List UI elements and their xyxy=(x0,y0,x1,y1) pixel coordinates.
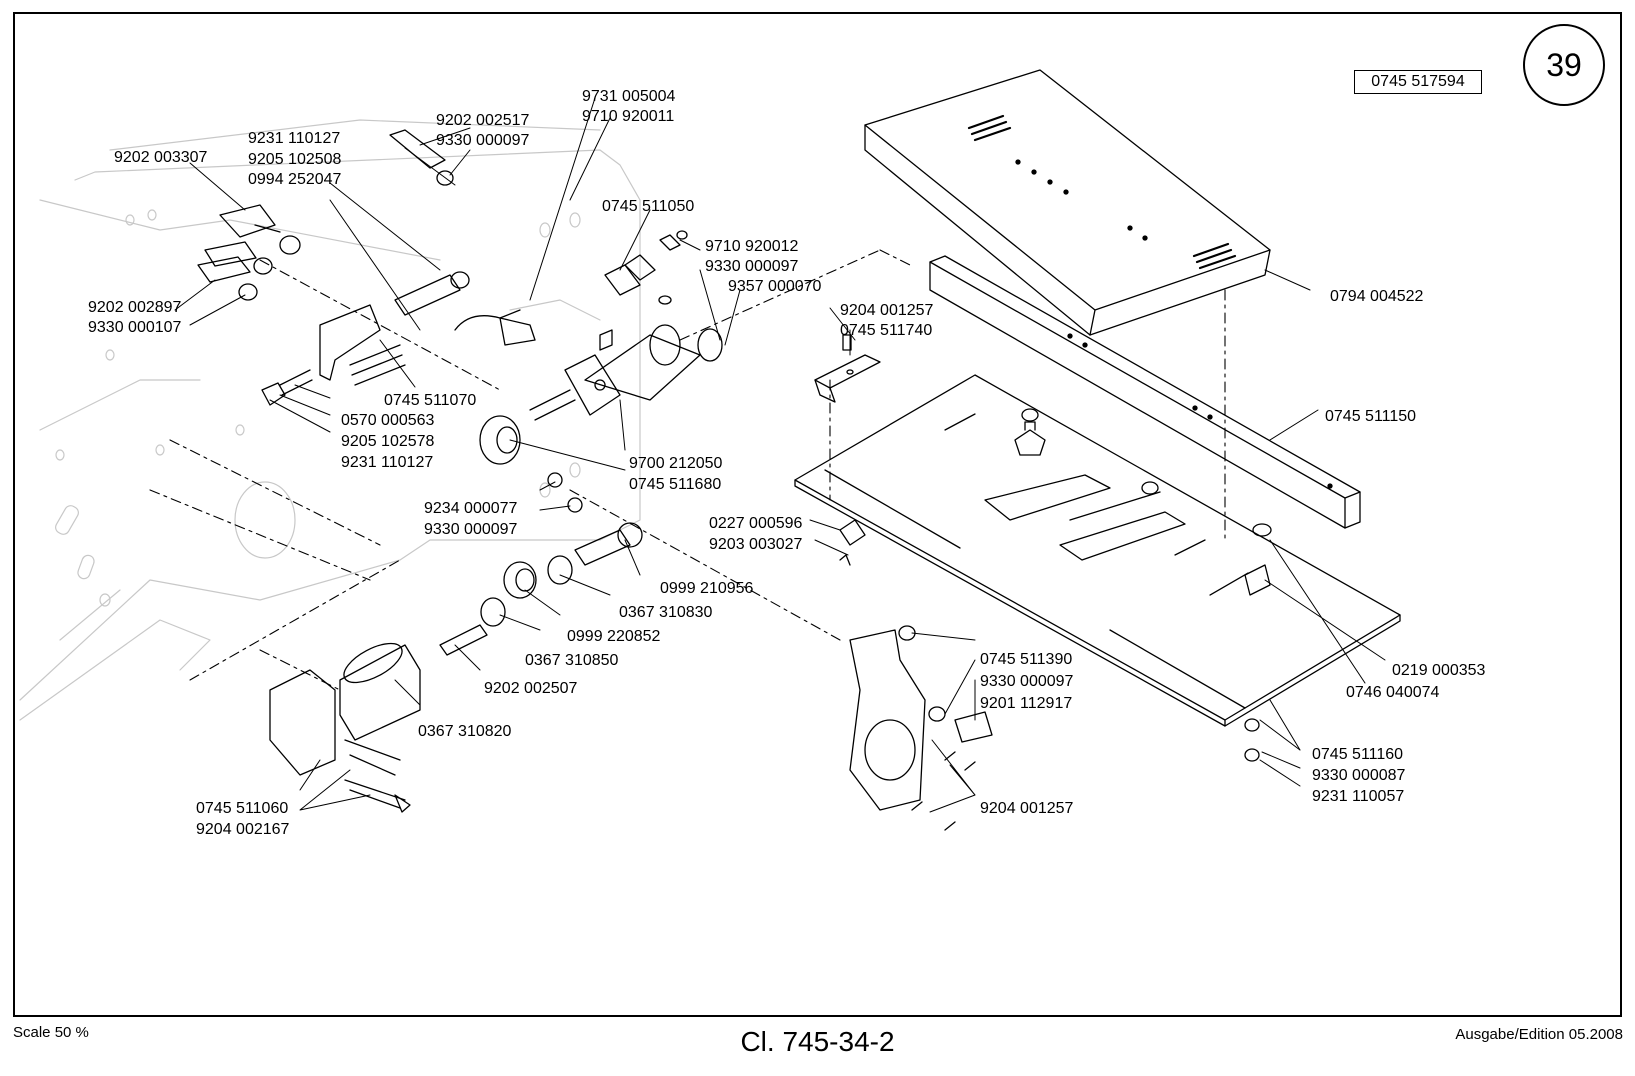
part-label: 9710 920011 xyxy=(582,108,675,125)
part-label: 9202 002517 xyxy=(436,112,530,129)
part-label: 9231 110057 xyxy=(1312,788,1405,805)
part-label: 0745 511060 xyxy=(196,800,289,817)
edition-note: Ausgabe/Edition 05.2008 xyxy=(1455,1026,1623,1043)
part-label: 9204 002167 xyxy=(196,821,290,838)
page-title: Cl. 745-34-2 xyxy=(740,1026,895,1057)
part-label: 0219 000353 xyxy=(1392,662,1486,679)
reference-number-box: 0745 517594 xyxy=(1354,70,1482,94)
long-bar xyxy=(929,255,1361,529)
lower-hardware xyxy=(269,472,643,813)
part-label: 9202 003307 xyxy=(114,149,208,166)
leader-lines xyxy=(174,97,1386,813)
page-number-circle: 39 xyxy=(1523,24,1605,106)
part-label: 9231 110127 xyxy=(341,454,434,471)
part-label: 0999 210956 xyxy=(660,580,754,597)
part-label: 0745 511390 xyxy=(980,651,1073,668)
part-label: 9234 000077 xyxy=(424,500,518,517)
part-label: 0367 310850 xyxy=(525,652,619,669)
part-label: 0994 252047 xyxy=(248,171,342,188)
part-label: 9731 005004 xyxy=(582,88,676,105)
base-plate xyxy=(794,374,1401,727)
drawing-frame xyxy=(13,12,1622,1017)
part-label: 9204 001257 xyxy=(840,302,934,319)
part-label: 0794 004522 xyxy=(1330,288,1424,305)
part-label: 9202 002897 xyxy=(88,299,182,316)
part-label: 9330 000087 xyxy=(1312,767,1406,784)
part-label: 9330 000097 xyxy=(980,673,1074,690)
part-label: 0745 511740 xyxy=(840,322,933,339)
part-label: 0227 000596 xyxy=(709,515,803,532)
part-label: 0745 511680 xyxy=(629,476,722,493)
part-label: 9204 001257 xyxy=(980,800,1074,817)
part-label: 0570 000563 xyxy=(341,412,435,429)
clamp-block xyxy=(814,334,881,403)
machine-outline xyxy=(19,119,641,721)
part-label: 0746 040074 xyxy=(1346,684,1440,701)
part-label: 0745 511050 xyxy=(602,198,695,215)
part-label: 0367 310830 xyxy=(619,604,713,621)
part-label: 9202 002507 xyxy=(484,680,578,697)
part-label: 9710 920012 xyxy=(705,238,799,255)
part-label: 9330 000097 xyxy=(436,132,530,149)
part-label: 0745 511150 xyxy=(1325,408,1417,425)
part-label: 9205 102508 xyxy=(248,151,342,168)
part-label: 0999 220852 xyxy=(567,628,661,645)
part-label: 9700 212050 xyxy=(629,455,723,472)
scale-note: Scale 50 % xyxy=(13,1024,89,1041)
pneumatic-cylinder xyxy=(479,230,723,465)
part-label: 9357 000070 xyxy=(728,278,822,295)
part-label: 0745 511160 xyxy=(1312,746,1404,763)
part-label: 0745 511070 xyxy=(384,392,477,409)
top-cover-plate xyxy=(864,69,1271,336)
part-label: 9205 102578 xyxy=(341,433,435,450)
part-label: 0367 310820 xyxy=(418,723,512,740)
part-label: 9231 110127 xyxy=(248,130,341,147)
part-label: 9330 000097 xyxy=(424,521,518,538)
part-label: 9330 000097 xyxy=(705,258,799,275)
part-label: 9201 112917 xyxy=(980,695,1073,712)
part-label: 9330 000107 xyxy=(88,319,182,336)
part-label: 9203 003027 xyxy=(709,536,803,553)
